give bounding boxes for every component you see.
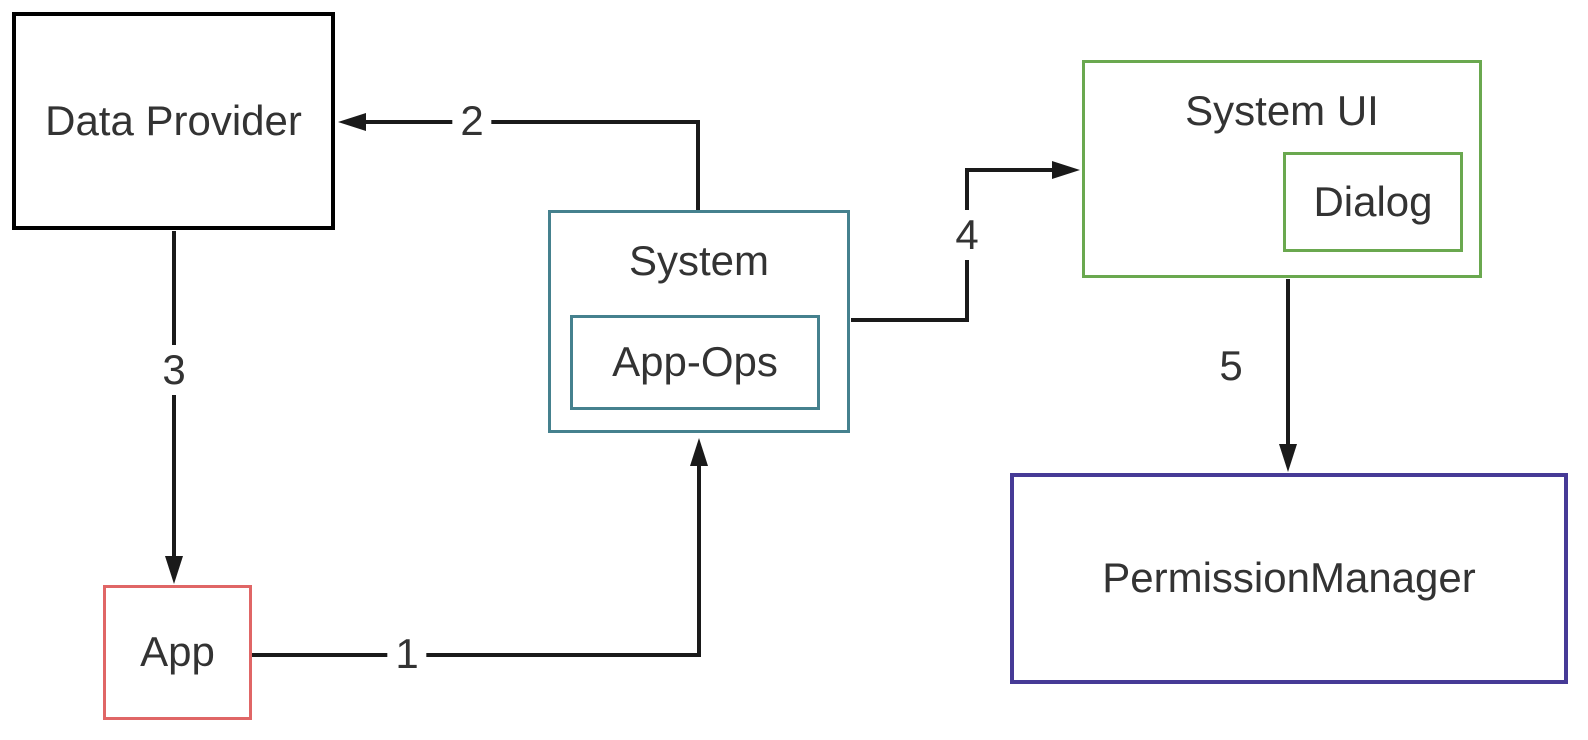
arrow-5-arrowhead-icon: [1279, 444, 1297, 472]
data-provider-label: Data Provider: [45, 96, 302, 144]
app-ops-label: App-Ops: [612, 338, 778, 386]
edge-label-3: 3: [154, 345, 194, 395]
edge-label-4: 4: [947, 210, 987, 260]
edge-label-1: 1: [387, 629, 427, 679]
permission-manager-label: PermissionManager: [1102, 554, 1476, 602]
arrow-1-line: [252, 466, 701, 657]
edge-label-2: 2: [452, 96, 492, 146]
arrow-4-arrowhead-icon: [1052, 161, 1080, 179]
arrow-2-line: [366, 120, 700, 212]
data-provider-box: Data Provider: [12, 12, 335, 230]
arrow-1-arrowhead-icon: [690, 438, 708, 466]
arrow-3-arrowhead-icon: [165, 556, 183, 584]
system-ui-box: System UI Dialog: [1082, 60, 1482, 278]
dialog-box: Dialog: [1283, 152, 1463, 252]
app-label: App: [140, 628, 215, 676]
arrow-2-arrowhead-icon: [338, 113, 366, 131]
system-box: System App-Ops: [548, 210, 850, 433]
app-box: App: [103, 585, 252, 720]
app-ops-box: App-Ops: [570, 315, 820, 410]
system-ui-label: System UI: [1185, 87, 1379, 134]
dialog-label: Dialog: [1313, 177, 1433, 225]
system-label: System: [628, 237, 770, 284]
permission-manager-box: PermissionManager: [1010, 473, 1568, 684]
edge-label-5: 5: [1211, 341, 1251, 391]
